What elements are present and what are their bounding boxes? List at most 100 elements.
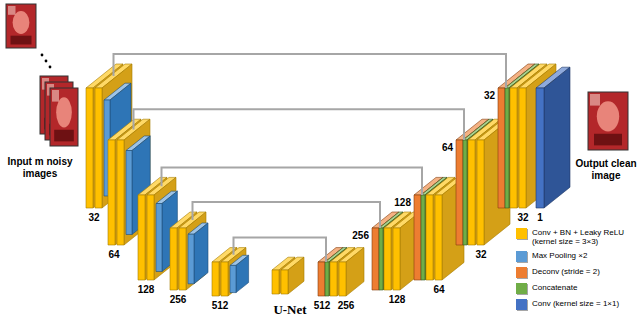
slab-front — [318, 262, 325, 296]
slab-front — [421, 195, 425, 280]
slab-front — [463, 140, 467, 245]
slab-side — [346, 248, 364, 296]
skip-connection — [162, 167, 423, 195]
image-frame — [50, 88, 78, 146]
image-highlight — [52, 90, 59, 102]
slab-front — [147, 195, 154, 280]
legend-swatch — [516, 267, 527, 278]
slab-front — [170, 228, 177, 290]
channel-count: 64 — [442, 142, 453, 154]
legend-item: Concatenate — [516, 283, 638, 294]
channel-count: 32 — [88, 212, 99, 224]
feature-map — [188, 223, 208, 284]
ellipsis-dot — [41, 54, 44, 57]
feature-map — [536, 67, 570, 208]
slab-front — [86, 88, 93, 208]
image-highlight — [8, 6, 16, 15]
legend-item: Conv (kernel size = 1×1) — [516, 299, 638, 310]
legend-swatch — [516, 228, 527, 239]
channel-count: 256 — [170, 294, 187, 306]
image-frame — [588, 92, 628, 150]
legend-item: Max Pooling ×2 — [516, 251, 638, 262]
slab-front — [510, 88, 517, 208]
channel-count: 128 — [389, 294, 406, 306]
channel-count: 256 — [338, 300, 355, 312]
skip-connection — [134, 109, 465, 140]
figure-caption: U-Net — [273, 303, 306, 318]
feature-map — [281, 257, 304, 294]
channel-count: 32 — [517, 212, 528, 224]
input-image — [6, 4, 36, 48]
slab-front — [156, 204, 162, 272]
channel-count: 64 — [433, 284, 444, 296]
slab-front — [325, 262, 329, 296]
legend-text: Deconv (stride = 2) — [532, 267, 636, 276]
slab-front — [108, 140, 115, 245]
legend-text: Conv (kernel size = 1×1) — [532, 299, 636, 308]
skip-connection — [193, 202, 381, 228]
slab-front — [536, 88, 544, 208]
slab-front — [435, 195, 442, 280]
channel-count: 256 — [352, 230, 369, 242]
slab-front — [212, 262, 219, 296]
legend-item: Conv + BN + Leaky ReLU (kernel size = 3×… — [516, 228, 638, 246]
slab-side — [236, 255, 249, 292]
skip-connection — [114, 54, 507, 88]
channel-count: 32 — [484, 90, 495, 102]
channel-count: 512 — [212, 300, 229, 312]
channel-count: 64 — [108, 249, 119, 261]
slab-front — [330, 262, 337, 296]
image-shade — [11, 36, 32, 45]
feature-map — [230, 255, 249, 292]
skip-connection — [234, 238, 327, 262]
channel-count: 128 — [138, 284, 155, 296]
feature-map — [339, 248, 364, 296]
slab-front — [505, 88, 509, 208]
slab-side — [288, 257, 304, 294]
ellipsis-dot — [45, 60, 48, 63]
ellipsis-dot — [49, 66, 52, 69]
slab-front — [221, 262, 228, 296]
image-shade — [594, 134, 622, 146]
image-shade — [54, 130, 74, 142]
slab-front — [498, 88, 505, 208]
image-face — [56, 97, 72, 127]
slab-front — [230, 265, 236, 292]
slab-front — [138, 195, 145, 280]
slab-front — [477, 140, 484, 245]
slab-front — [456, 140, 463, 245]
slab-front — [272, 270, 279, 294]
legend: Conv + BN + Leaky ReLU (kernel size = 3×… — [516, 228, 638, 310]
image-label: Input m noisy images — [0, 156, 81, 179]
slab-side — [194, 223, 208, 284]
skip-connections — [114, 54, 507, 262]
channel-count: 32 — [475, 249, 486, 261]
slab-front — [384, 228, 391, 290]
slab-front — [519, 88, 526, 208]
slab-side — [544, 67, 570, 208]
image-highlight — [590, 94, 600, 106]
legend-text: Max Pooling ×2 — [532, 251, 636, 260]
legend-text: Concatenate — [532, 283, 636, 292]
slab-front — [426, 195, 433, 280]
image-face — [597, 101, 619, 131]
slab-front — [95, 88, 102, 208]
input-image — [50, 88, 78, 146]
slab-front — [414, 195, 421, 280]
image-label: Output clean image — [574, 158, 638, 181]
slab-front — [126, 151, 132, 235]
slab-front — [179, 228, 186, 290]
slab-front — [393, 228, 400, 290]
slab-front — [379, 228, 383, 290]
feature-maps — [86, 64, 570, 296]
slab-front — [468, 140, 475, 245]
slab-front — [372, 228, 379, 290]
legend-swatch — [516, 251, 527, 262]
legend-item: Deconv (stride = 2) — [516, 267, 638, 278]
slab-front — [339, 262, 346, 296]
slab-front — [281, 270, 288, 294]
channel-count: 1 — [537, 212, 543, 224]
channel-count: 128 — [394, 197, 411, 209]
legend-swatch — [516, 299, 527, 310]
